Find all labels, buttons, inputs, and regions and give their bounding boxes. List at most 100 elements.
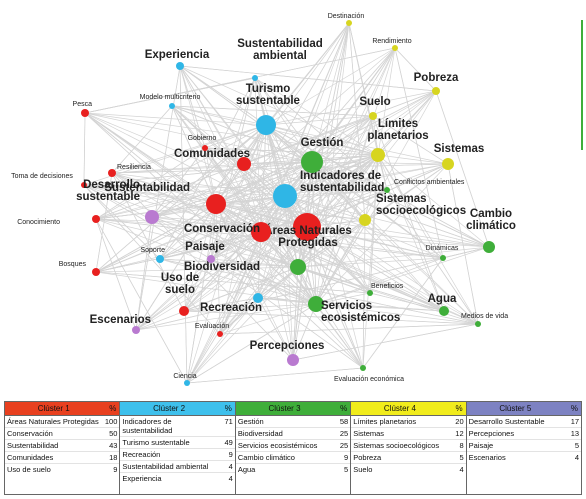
edge-gestion-comunidades — [243, 161, 313, 165]
edge-sustentabilidad-conflictos — [215, 189, 388, 205]
edge-agua-anp — [306, 226, 445, 312]
node-servicios — [308, 296, 324, 312]
edge-limites-gestion — [311, 154, 379, 163]
node-gobierno — [202, 145, 208, 151]
edge-tomadec-pesca — [83, 112, 86, 186]
keyword-pct: 4 — [228, 474, 233, 483]
node-suelo — [369, 112, 377, 120]
keyword-name: Suelo — [353, 465, 373, 474]
edge-anp-usosuelo — [183, 226, 308, 312]
edge-limites-soporte — [159, 154, 379, 260]
edge-destinacion-soporte — [159, 22, 350, 260]
edge-sustentabilidad-tomadec — [83, 184, 217, 205]
edge-servicios-rendimiento — [315, 47, 396, 305]
edge-indicadores-soporte — [159, 195, 286, 260]
edge-desarrollo-suelo — [151, 115, 374, 218]
node-percepciones — [287, 354, 299, 366]
node-label-agua: Agua — [428, 293, 457, 305]
node-label-pesca: Pesca — [73, 101, 93, 108]
edge-gestion-gobierno — [204, 147, 313, 163]
node-cambio — [483, 241, 495, 253]
edge-pobreza-limites — [377, 90, 437, 156]
keyword-pct: 50 — [109, 429, 118, 438]
node-label-escenarios: Escenarios — [90, 314, 151, 326]
edge-turismo-dinamicas — [265, 124, 444, 259]
node-gestion — [301, 151, 323, 173]
edge-soporte-conservacion — [159, 231, 262, 260]
node-bosques — [92, 268, 100, 276]
edge-desarrollo-beneficios — [151, 216, 371, 294]
node-desarrollo — [145, 210, 159, 224]
edge-paisaje-susamb — [210, 77, 256, 260]
edge-sistemas-biodiversidad — [297, 163, 449, 268]
edge-paisaje-rendimiento — [210, 47, 396, 260]
node-comunidades — [237, 157, 251, 171]
table-row: Sistemas 12 — [351, 428, 466, 440]
keyword-pct: 100 — [104, 417, 118, 426]
edge-ciencia-sustentabilidad — [186, 203, 217, 384]
edge-servicios-percepciones — [292, 303, 317, 361]
edge-rendimiento-dinamicas — [394, 47, 444, 259]
node-label-conocimiento: Conocimiento — [17, 219, 60, 226]
keyword-pct: 4 — [574, 453, 580, 462]
edge-limites-indicadores — [284, 154, 379, 197]
node-recreacion — [253, 293, 263, 303]
node-sistsocio — [359, 214, 371, 226]
edge-suelo-agua — [372, 115, 445, 312]
node-label-beneficios: Beneficios — [371, 283, 404, 290]
edge-limites-conocimiento — [95, 154, 379, 220]
edge-indicadores-pesca — [84, 112, 286, 197]
edge-indicadores-medios — [284, 195, 479, 325]
edge-pobreza-sustentabilidad — [215, 90, 437, 205]
cluster-title: Clúster 5 — [499, 404, 532, 413]
edge-gestion-bosques — [95, 161, 313, 273]
node-label-conservacion: Conservación — [184, 223, 260, 235]
keyword-name: Gestión — [237, 417, 264, 426]
edge-biodiversidad-modelo — [171, 105, 299, 268]
node-label-percepciones: Percepciones — [250, 340, 325, 352]
edge-ciencia-conocimiento — [95, 218, 188, 384]
keyword-pct: 12 — [455, 429, 464, 438]
edge-suelo-modelo — [171, 105, 374, 117]
edge-desarrollo-gestion — [151, 161, 313, 218]
node-label-dinamicas: Dinámicas — [426, 245, 459, 252]
edge-conservacion-pesca — [84, 112, 262, 233]
cluster-header: Clúster 3% — [235, 402, 351, 416]
edge-conservacion-experiencia — [179, 65, 262, 233]
edge-turismo-modelo — [171, 105, 267, 126]
pct-header: % — [570, 404, 579, 413]
edge-medios-soporte — [159, 258, 479, 325]
edge-percepciones-biodiversidad — [292, 266, 299, 361]
edge-biodiversidad-suelo — [297, 115, 374, 268]
node-paisaje — [207, 255, 215, 263]
node-anp — [293, 213, 321, 241]
keyword-name: Conservación — [7, 429, 53, 438]
node-ciencia — [184, 380, 190, 386]
cluster-title: Clúster 2 — [153, 404, 186, 413]
edge-turismo-conocimiento — [95, 124, 267, 220]
node-label-resiliencia: Resiliencia — [117, 164, 151, 171]
edge-gestion-soporte — [159, 161, 313, 260]
keyword-pct: 5 — [459, 453, 464, 462]
node-label-recreacion: Recreación — [200, 302, 262, 314]
edge-limites-susamb — [254, 77, 379, 156]
node-label-comunidades: Comunidades — [174, 148, 250, 160]
edge-turismo-pobreza — [265, 90, 437, 126]
edge-escenarios-conocimiento — [95, 218, 137, 331]
edge-turismo-suelo — [265, 115, 374, 126]
edge-conservacion-percepciones — [260, 231, 294, 361]
keyword-name: Sistemas — [353, 429, 385, 438]
cluster-header: Clúster 4% — [351, 402, 466, 416]
edge-destinacion-conflictos — [348, 22, 388, 191]
